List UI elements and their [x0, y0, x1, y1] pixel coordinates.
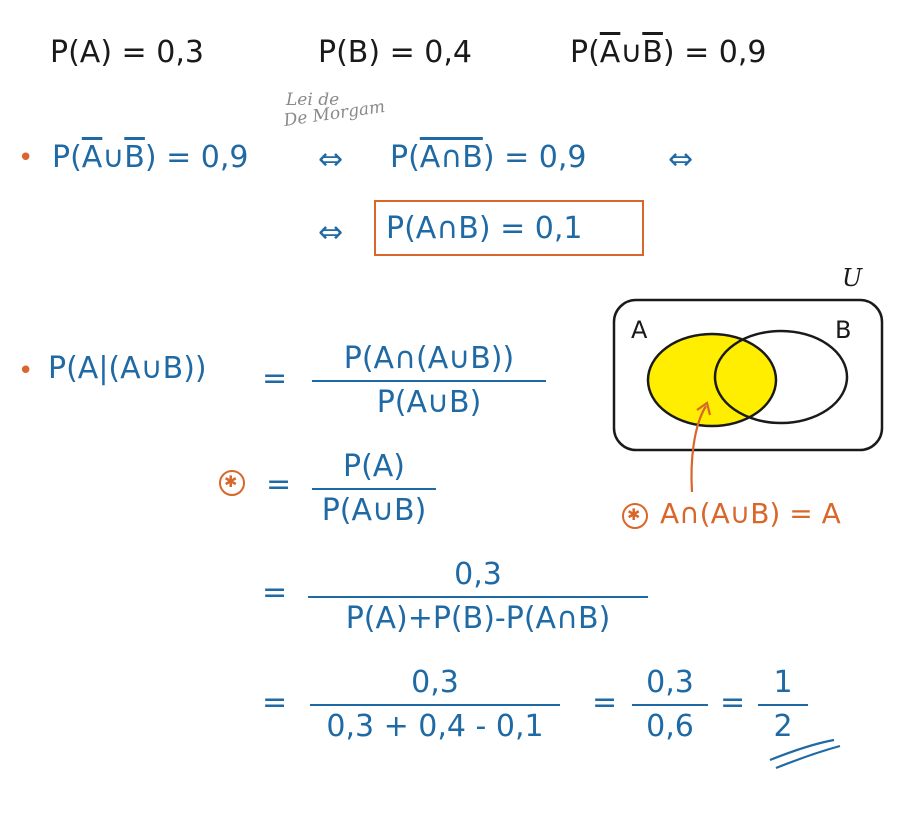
star-marker-2	[622, 503, 648, 529]
step1-intersection-complement: A∩B	[419, 140, 483, 175]
given-b-complement: B	[642, 35, 663, 70]
given-p-union-complements: P(A∪B) = 0,9	[570, 38, 767, 68]
fraction-3-denominator: P(A)+P(B)-P(A∩B)	[345, 601, 611, 636]
fraction-3-numerator: 0,3	[454, 557, 502, 592]
fraction-2-denominator: P(A∪B)	[321, 493, 427, 528]
step2-eq-4: =	[262, 685, 288, 720]
given-pa: P(A) = 0,3	[50, 35, 204, 70]
fraction-6-bar	[758, 704, 808, 706]
given-pb: P(B) = 0,4	[318, 35, 472, 70]
fraction-1: P(A∩(A∪B)) P(A∪B)	[312, 344, 546, 418]
fraction-6: 1 2	[758, 668, 808, 742]
step1-rhs-suffix: ) = 0,9	[482, 140, 587, 175]
fraction-1-bar	[312, 380, 546, 382]
fraction-6-numerator: 1	[773, 665, 793, 700]
step1-lhs-prefix: P(	[52, 140, 82, 175]
step2-eq-2: =	[266, 467, 292, 502]
note-line1: Lei de	[286, 90, 340, 110]
step2-eq-1: =	[262, 361, 288, 396]
given-union: ∪	[620, 35, 643, 70]
given-prefix: P(	[570, 35, 600, 70]
step1-equiv-2: ⇔	[668, 142, 694, 177]
step1-equiv-3: ⇔	[318, 215, 344, 250]
star-marker-1	[219, 470, 245, 496]
step1-bullet: •	[18, 143, 34, 173]
result-box	[374, 200, 644, 256]
fraction-5-numerator: 0,3	[646, 665, 694, 700]
star-marker-2-glyph: ✱	[627, 505, 641, 524]
step1-rhs-prefix: P(	[390, 140, 420, 175]
universe-label: U	[842, 264, 863, 292]
fraction-2: P(A) P(A∪B)	[312, 452, 436, 526]
venn-arrow-shaft	[690, 405, 707, 493]
fraction-1-numerator: P(A∩(A∪B))	[343, 341, 515, 376]
fraction-4-numerator: 0,3	[411, 665, 459, 700]
fraction-2-bar	[312, 488, 436, 490]
step1-equiv-1: ⇔	[318, 142, 344, 177]
venn-note: A∩(A∪B) = A	[660, 497, 841, 530]
fraction-3-bar	[308, 596, 648, 598]
step2-eq-3: =	[262, 575, 288, 610]
set-a-outline	[646, 332, 778, 428]
given-suffix: ) = 0,9	[662, 35, 767, 70]
step1-rhs: P(A∩B) = 0,9	[390, 143, 586, 173]
fraction-2-numerator: P(A)	[342, 449, 406, 484]
step1-a-complement: A	[81, 140, 103, 175]
fraction-5-denominator: 0,6	[646, 709, 694, 744]
final-underline-2	[775, 744, 841, 770]
final-underline-1	[769, 738, 835, 762]
set-b-label: B	[835, 316, 852, 344]
step1-union: ∪	[102, 140, 125, 175]
step2-bullet: •	[18, 356, 34, 386]
venn-arrow-head	[696, 401, 712, 416]
given-a-complement: A	[599, 35, 621, 70]
step1-b-complement: B	[124, 140, 145, 175]
universe-rectangle	[612, 298, 884, 452]
set-a-fill	[648, 334, 776, 426]
star-marker-1-glyph: ✱	[224, 472, 238, 491]
fraction-4-denominator: 0,3 + 0,4 - 0,1	[326, 709, 544, 744]
result-text: P(A∩B) = 0,1	[386, 211, 583, 246]
fraction-4-bar	[310, 704, 560, 706]
step2-lhs: P(A|(A∪B))	[48, 351, 207, 386]
fraction-5-bar	[632, 704, 708, 706]
step2-eq-5: =	[592, 685, 618, 720]
step1-lhs: P(A∪B) = 0,9	[52, 143, 249, 173]
fraction-4: 0,3 0,3 + 0,4 - 0,1	[310, 668, 560, 742]
step1-lhs-suffix: ) = 0,9	[144, 140, 249, 175]
fraction-3: 0,3 P(A)+P(B)-P(A∩B)	[308, 560, 648, 634]
set-b-outline	[713, 329, 849, 425]
fraction-5: 0,3 0,6	[632, 668, 708, 742]
step2-eq-6: =	[720, 685, 746, 720]
fraction-6-denominator: 2	[773, 709, 793, 744]
fraction-1-denominator: P(A∪B)	[376, 385, 482, 420]
set-a-label: A	[631, 316, 648, 344]
